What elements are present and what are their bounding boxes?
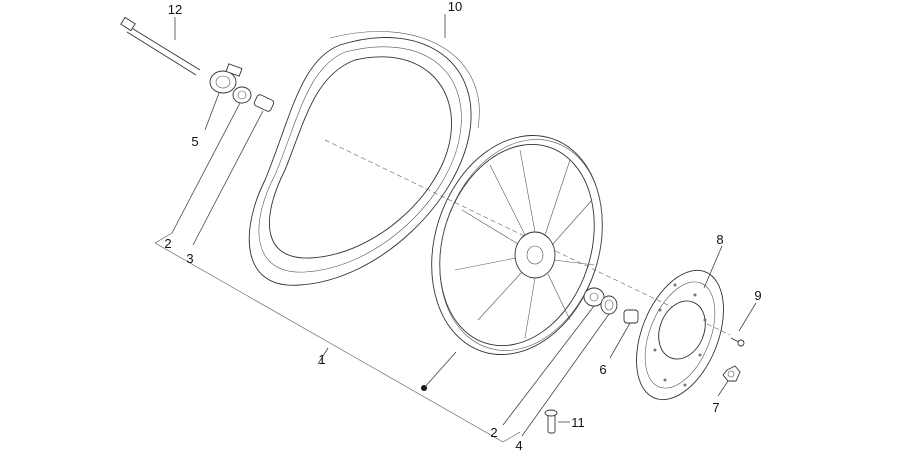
callout-label-8: 8 — [716, 232, 723, 247]
callout-label-10: 10 — [448, 0, 462, 14]
disc-nut-part-7 — [717, 365, 741, 397]
callout-label-6: 6 — [599, 362, 606, 377]
spacer-part-3 — [192, 94, 275, 246]
seal-part-4 — [521, 295, 618, 437]
bearing-part-2-lower — [502, 287, 605, 426]
callout-label-11: 11 — [571, 415, 585, 430]
callout-label-12: 12 — [168, 2, 182, 17]
assembly-bracket — [154, 232, 521, 443]
wheel-rim-part-1 — [421, 135, 603, 391]
spacer-part-6 — [609, 309, 639, 359]
callout-label-4: 4 — [515, 438, 522, 453]
callout-label-1: 1 — [318, 352, 325, 367]
callout-label-2-upper: 2 — [164, 236, 171, 251]
brake-disc-part-8 — [636, 245, 724, 401]
callout-label-9: 9 — [754, 288, 761, 303]
disc-bolt-part-9 — [730, 302, 757, 347]
callout-label-2-lower: 2 — [490, 425, 497, 440]
bearing-part-2-upper — [171, 86, 252, 234]
callout-label-3: 3 — [186, 251, 193, 266]
callout-label-7: 7 — [712, 400, 719, 415]
callout-label-5: 5 — [191, 134, 198, 149]
axle-part-12 — [120, 16, 201, 76]
part-1-leader — [317, 347, 329, 365]
tyre-part-10 — [248, 14, 480, 286]
valve-part-11 — [544, 409, 570, 434]
speedometer-drive-part-5 — [204, 63, 243, 131]
